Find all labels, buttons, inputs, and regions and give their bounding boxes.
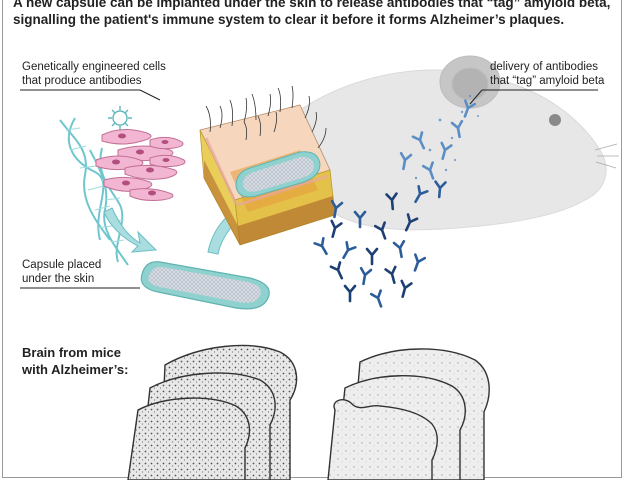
- label-capsule-line-1: Capsule placed: [22, 259, 102, 271]
- label-cells-line-1: Genetically engineered cells: [22, 61, 166, 73]
- brain-title-line-1: Brain from mice: [22, 345, 121, 360]
- brain-title-line-2: with Alzheimer’s:: [22, 362, 129, 377]
- mouse-silhouette: [289, 55, 619, 231]
- label-cells: Genetically engineered cells that produc…: [22, 60, 166, 88]
- label-delivery-line-2: that “tag” amyloid beta: [490, 75, 605, 87]
- header-line-1: A new capsule can be implanted under the…: [13, 0, 611, 10]
- capsule: [140, 261, 270, 310]
- label-delivery: delivery of antibodies that “tag” amyloi…: [490, 60, 604, 88]
- brain-section-title: Brain from mice with Alzheimer’s:: [22, 344, 128, 378]
- dna-strands: [59, 117, 129, 266]
- implanted-capsule: [235, 151, 321, 198]
- label-capsule: Capsule placed under the skin: [22, 258, 101, 286]
- label-delivery-line-1: delivery of antibodies: [490, 61, 599, 73]
- label-cells-line-2: that produce antibodies: [22, 75, 142, 87]
- brain-untreated: [127, 344, 298, 480]
- arrow-cells-to-capsule: [103, 207, 158, 253]
- label-capsule-line-2: under the skin: [22, 273, 95, 285]
- header-line-2: signalling the patient's immune system t…: [13, 12, 565, 27]
- virus-icon: [108, 106, 132, 130]
- brain-treated: [327, 348, 490, 480]
- leader-cells-diag: [139, 89, 161, 101]
- header-caption: A new capsule can be implanted under the…: [13, 0, 613, 28]
- leader-delivery-diag: [469, 89, 483, 105]
